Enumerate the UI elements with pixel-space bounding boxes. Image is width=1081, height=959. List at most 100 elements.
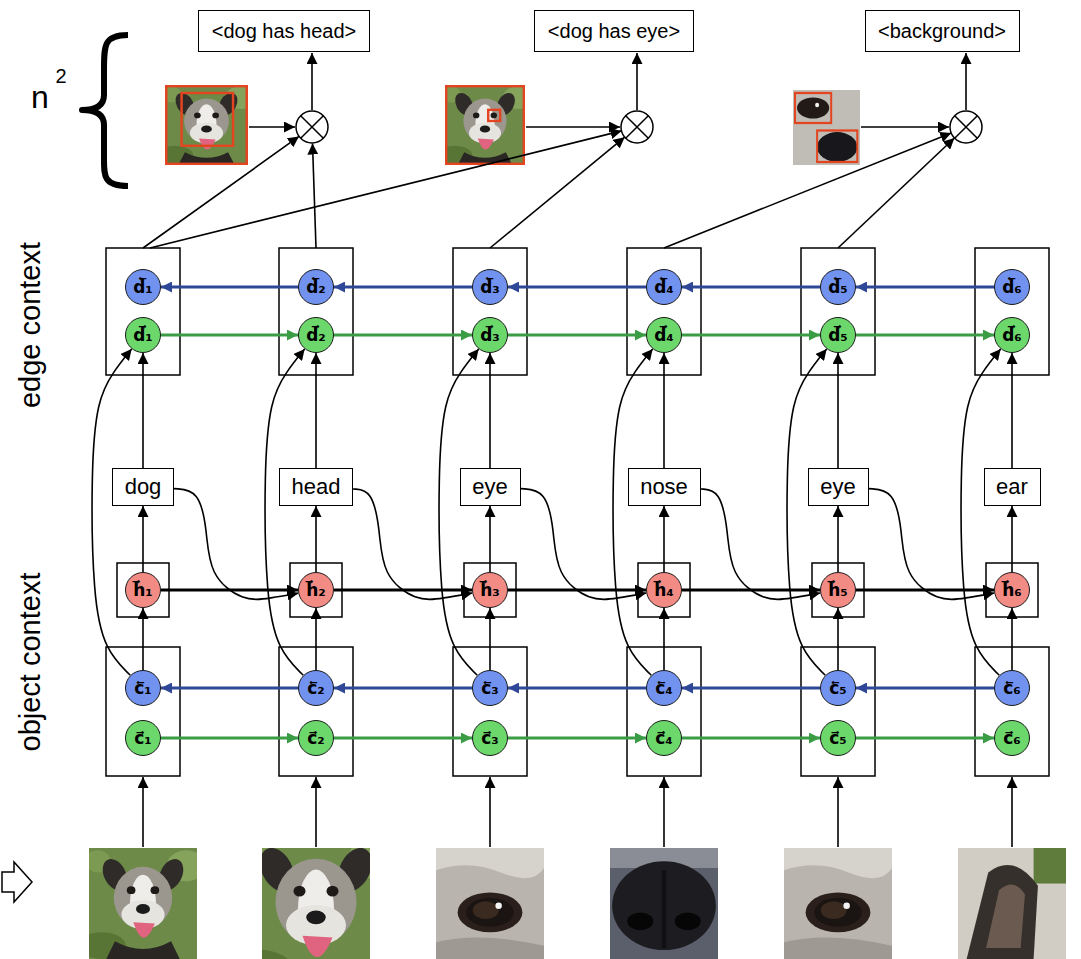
node-text: d⃖₅: [828, 278, 848, 297]
connector: [489, 608, 491, 670]
region-photo: [784, 848, 892, 959]
edge-context-state: d⃗₂: [298, 317, 334, 353]
score-wire: [526, 126, 620, 128]
score-wire: [861, 126, 949, 128]
pair-thumbnail: [446, 86, 524, 164]
edge-context-state: d⃖₅: [820, 269, 856, 305]
object-class-label: ear: [984, 468, 1041, 506]
region-photo: [436, 848, 544, 959]
region-photo: [436, 848, 544, 959]
connector: [837, 608, 839, 670]
score-wire: [143, 53, 966, 248]
connector: [837, 353, 839, 468]
connector: [1011, 353, 1013, 468]
connector: [682, 687, 820, 690]
pair-thumbnail: [437, 85, 531, 165]
node-text: h⃗₂: [306, 581, 326, 600]
connector: [315, 608, 317, 670]
input-arrow: [663, 777, 665, 847]
node-text: c⃗₆: [1003, 729, 1021, 748]
score-wire: [249, 126, 295, 128]
region-photo: [958, 848, 1066, 959]
connector: [663, 506, 665, 572]
node-text: h⃗₄: [654, 581, 674, 600]
decoder-state: h⃗₁: [125, 572, 161, 608]
pair-thumbnail: [817, 131, 857, 163]
connector: [489, 506, 491, 572]
node-text: c⃖₁: [134, 679, 152, 698]
connector: [856, 286, 994, 289]
node-text: c⃗₄: [655, 729, 673, 748]
object-context-state: c⃖₄: [646, 670, 682, 706]
node-text: eye: [472, 475, 507, 499]
node-text: c⃗₃: [481, 729, 499, 748]
edge-context-state: d⃗₅: [820, 317, 856, 353]
pair-thumbnail: [166, 86, 247, 164]
region-photo: [958, 848, 1066, 959]
score-wire: [664, 133, 951, 248]
product-symbol: [950, 111, 982, 143]
object-context-state: c⃖₃: [472, 670, 508, 706]
input-arrow: [142, 777, 144, 847]
object-class-label: nose: [628, 468, 701, 506]
node-text: c⃗₅: [829, 729, 847, 748]
region-photo: [610, 848, 718, 959]
pair-thumbnail: [182, 93, 233, 146]
edge-context-state: d⃗₄: [646, 317, 682, 353]
pair-thumbnail: [157, 85, 255, 165]
edge-context-state: d⃗₃: [472, 317, 508, 353]
region-photo: [226, 833, 403, 959]
node-text: d⃖₆: [1002, 278, 1022, 297]
product-symbol: [301, 116, 324, 139]
decoder-state: h⃗₄: [646, 572, 682, 608]
pair-thumbnail: [815, 103, 819, 108]
connector: [613, 349, 653, 675]
pair-thumbnail: [437, 85, 531, 165]
node-text: c⃖₆: [1003, 679, 1021, 698]
connector: [334, 737, 472, 740]
relation-label: <dog has eye>: [534, 10, 694, 52]
node-text: nose: [640, 475, 688, 499]
connector: [161, 737, 298, 740]
node-text: h⃗₃: [480, 581, 500, 600]
curly-brace: [82, 35, 128, 186]
connector: [856, 737, 994, 740]
relation-label: <background>: [865, 10, 1020, 52]
connector: [663, 608, 665, 670]
object-context-state: c⃗₂: [298, 720, 334, 756]
object-class-label: eye: [460, 468, 521, 506]
connector: [334, 334, 472, 337]
region-photo: [610, 848, 718, 959]
edge-context-state: d⃖₃: [472, 269, 508, 305]
decoder-state: h⃗₃: [472, 572, 508, 608]
connector: [142, 353, 144, 468]
product-symbol: [621, 111, 653, 143]
node-text: c⃗₂: [307, 729, 325, 748]
node-text: d⃖₄: [654, 278, 674, 297]
connector: [142, 608, 144, 670]
object-context-state: c⃗₅: [820, 720, 856, 756]
region-photo: [78, 848, 205, 959]
decoder-state: h⃗₂: [298, 572, 334, 608]
object-context-state: c⃗₆: [994, 720, 1030, 756]
count-symbol: n: [31, 81, 49, 113]
pair-thumbnail: [488, 110, 500, 121]
node-text: d⃗₅: [828, 326, 848, 345]
input-arrow: [143, 777, 1012, 847]
object-context-state: c⃗₃: [472, 720, 508, 756]
context-frame: [106, 248, 1049, 776]
connector: [142, 506, 144, 572]
connector: [353, 489, 472, 599]
product-symbol: [296, 111, 328, 143]
connector: [92, 349, 132, 675]
connector: [701, 489, 821, 599]
node-text: d⃗₄: [654, 326, 674, 345]
connector: [439, 349, 479, 675]
product-symbol: [626, 116, 649, 139]
node-text: d⃗₁: [133, 326, 153, 345]
connector: [1011, 506, 1013, 572]
object-class-label: eye: [808, 468, 869, 506]
pair-thumbnail: [157, 85, 255, 165]
node-text: c⃖₄: [655, 679, 673, 698]
region-photo: [78, 848, 205, 959]
